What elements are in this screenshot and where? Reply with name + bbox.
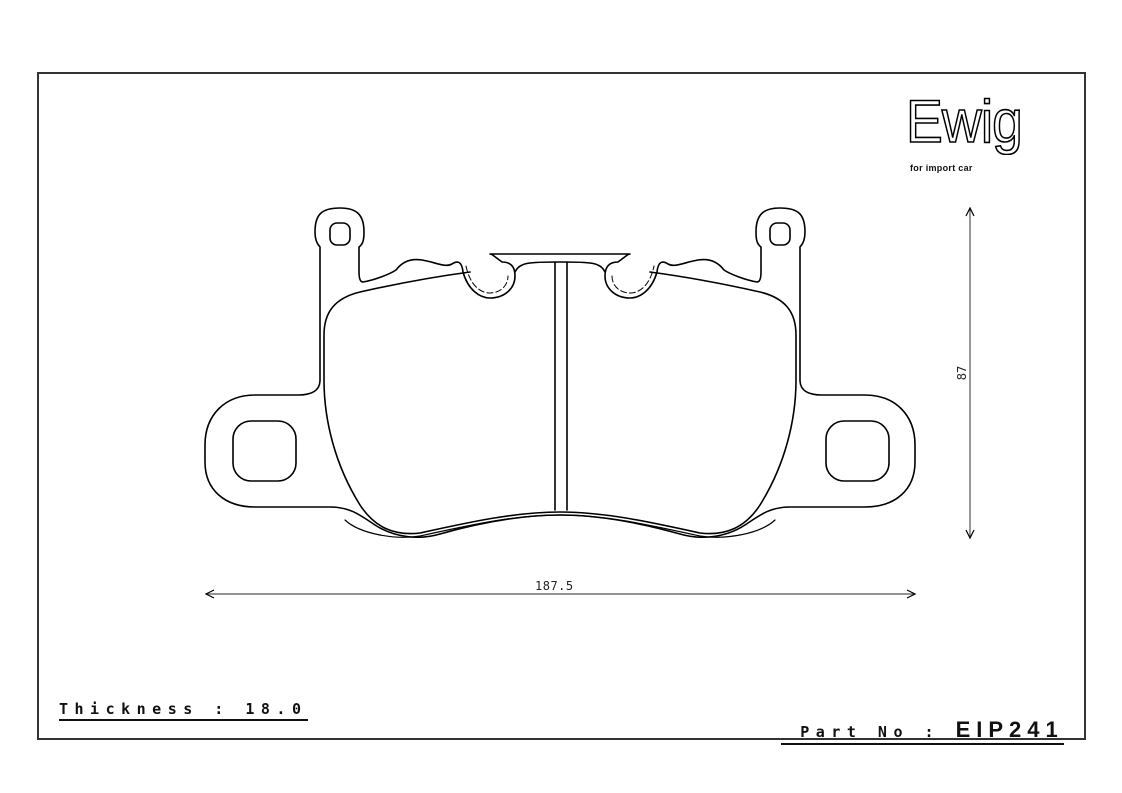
left-lug-hole (329, 222, 351, 246)
drawing-frame (37, 72, 1086, 740)
part-number-label: Part No : (800, 723, 956, 741)
part-number-value: EIP241 (955, 717, 1064, 742)
part-number-block: Part No : EIP241 (781, 698, 1064, 745)
ewig-logo: Ewig for import car (905, 91, 1056, 178)
height-dimension-label: 87 (955, 365, 970, 381)
logo-wordmark: Ewig (905, 88, 1023, 155)
left-mount-hole (232, 420, 297, 482)
logo-tagline: for import car (910, 163, 973, 173)
thickness-label: Thickness : 18.0 (59, 700, 308, 721)
friction-material-outline (323, 271, 797, 535)
width-dimension-label: 187.5 (535, 579, 574, 593)
right-lug-hole (769, 222, 791, 246)
backing-plate-outline (204, 207, 916, 539)
right-mount-hole (825, 420, 890, 482)
